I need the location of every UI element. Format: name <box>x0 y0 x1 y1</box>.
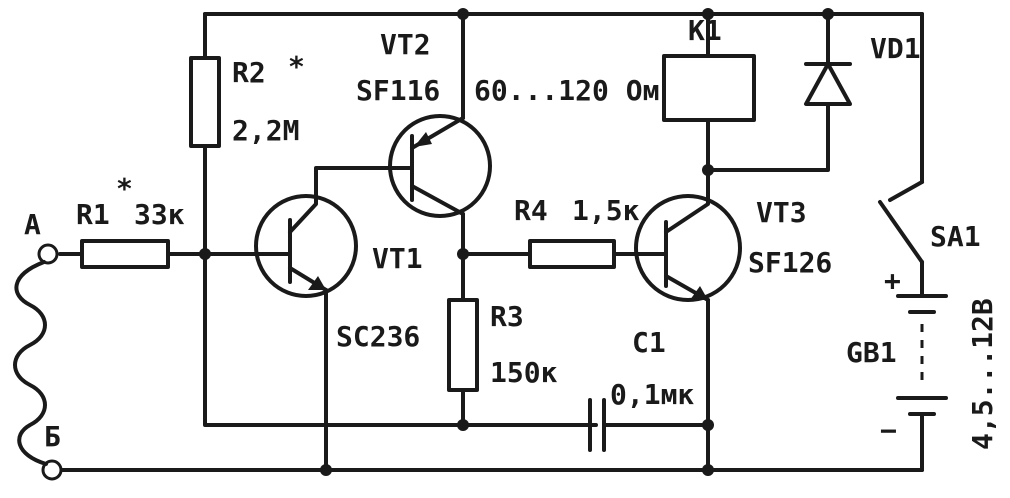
relay-k1: K1 60...120 Ом <box>474 14 756 122</box>
vt3-ref: VT3 <box>756 196 807 229</box>
r2-ref: R2 <box>232 56 266 89</box>
r1-value: 33к <box>134 198 185 231</box>
r1-ref: R1 <box>76 198 110 231</box>
transistor-vt2: VT2 SF116 <box>356 28 492 218</box>
gb1-ref: GB1 <box>846 336 897 369</box>
gb1-plus: + <box>884 264 901 297</box>
resistor-r1: R1 * 33к <box>76 172 185 269</box>
vt2-part: SF116 <box>356 74 440 107</box>
r3-value: 150к <box>490 356 558 389</box>
terminal-a: А <box>24 208 59 265</box>
terminal-a-label: А <box>24 208 41 241</box>
junction-dots <box>199 8 834 476</box>
r4-value: 1,5к <box>572 194 640 227</box>
transistor-vt1: VT1 SC236 <box>254 194 423 353</box>
vt1-ref: VT1 <box>372 242 423 275</box>
battery-gb1: + − GB1 4,5...12В <box>846 264 999 450</box>
c1-ref: C1 <box>632 326 666 359</box>
capacitor-c1: C1 0,1мк <box>588 326 694 452</box>
c1-value: 0,1мк <box>610 378 694 411</box>
terminal-b-label: Б <box>44 420 61 453</box>
resistor-r2: R2 * 2,2М <box>189 50 305 148</box>
switch-sa1: SA1 <box>878 180 981 264</box>
vt1-part: SC236 <box>336 320 420 353</box>
vd1-ref: VD1 <box>870 32 921 65</box>
gb1-voltage: 4,5...12В <box>966 298 999 450</box>
resistor-r3: R3 150к <box>447 298 558 392</box>
gb1-minus: − <box>880 414 897 447</box>
r4-ref: R4 <box>514 194 548 227</box>
sa1-ref: SA1 <box>930 220 981 253</box>
diode-vd1: VD1 <box>804 32 921 132</box>
r2-value: 2,2М <box>232 114 299 147</box>
r2-star: * <box>288 50 305 83</box>
resistor-r4: R4 1,5к <box>514 194 640 269</box>
r1-star: * <box>116 172 133 205</box>
transistor-vt3: VT3 SF126 <box>634 194 832 302</box>
k1-value: 60...120 Ом <box>474 74 659 107</box>
terminal-b: Б <box>41 420 63 481</box>
r3-ref: R3 <box>490 300 524 333</box>
sensor-wire <box>13 260 48 466</box>
vt3-part: SF126 <box>748 246 832 279</box>
wires <box>58 12 924 472</box>
k1-ref: K1 <box>688 14 722 47</box>
vt2-ref: VT2 <box>380 28 431 61</box>
